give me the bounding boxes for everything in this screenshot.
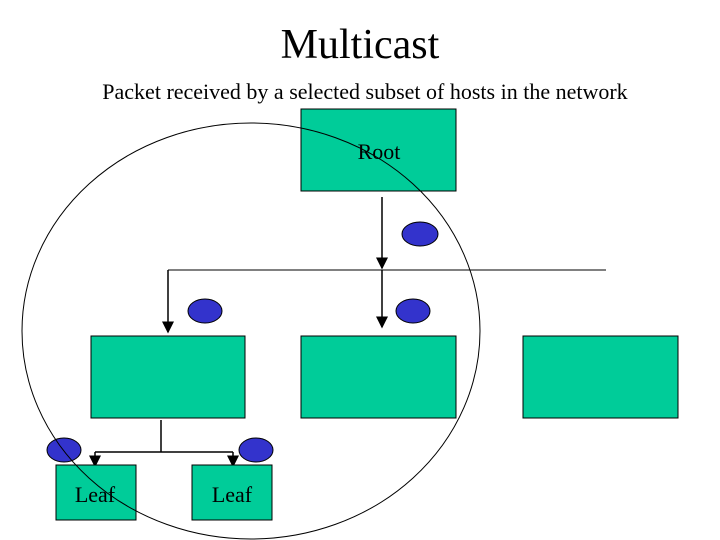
leaf-right-router-icon	[238, 437, 274, 463]
leaf-right-box	[191, 464, 273, 521]
root-router-icon	[401, 221, 439, 247]
leaf-right-label: Leaf	[212, 482, 253, 507]
leaf-left-box	[55, 464, 137, 521]
right-middle-host-box	[522, 335, 679, 419]
leaf-left-router-icon	[46, 437, 82, 463]
slide-title: Multicast	[280, 22, 440, 68]
root-host-box	[300, 108, 457, 192]
left-middle-host-box	[90, 335, 246, 419]
slide-subtitle: Packet received by a selected subset of …	[102, 79, 628, 104]
left-router-icon	[187, 298, 223, 324]
multicast-group-boundary	[21, 122, 481, 540]
root-host-label: Root	[358, 139, 401, 164]
center-middle-host-box	[300, 335, 457, 419]
center-router-icon	[395, 298, 431, 324]
